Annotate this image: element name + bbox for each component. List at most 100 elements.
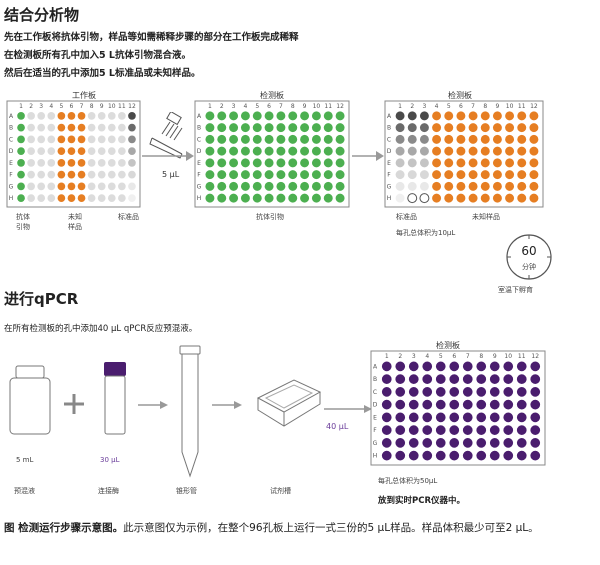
plate-well (37, 135, 46, 144)
qpcr-plate-title: 检测板 (436, 341, 460, 350)
plate-well (57, 159, 66, 167)
plate-well (276, 181, 286, 191)
plate-well (503, 374, 514, 384)
next-step: 放到实时PCR仪器中。 (378, 496, 466, 506)
step-1: 先在工作板将抗体引物，样品等如需稀释步骤的部分在工作板完成稀释 (4, 32, 299, 43)
bottle-label: 预混液 (14, 487, 35, 495)
plate-well (468, 134, 478, 144)
plate-well (288, 170, 298, 180)
plate-well (311, 158, 321, 168)
row-letter: G (373, 440, 378, 447)
plate-well (47, 112, 56, 120)
plate-well (47, 194, 56, 202)
plate-well (432, 170, 442, 180)
plate-well (276, 158, 286, 168)
plate-well (311, 181, 321, 191)
plate-well (323, 193, 333, 203)
plate-well (395, 399, 406, 410)
plate-well (395, 438, 406, 448)
row-letter: A (9, 113, 14, 120)
column-number: 4 (425, 353, 429, 360)
plate-well (77, 182, 86, 191)
plate-well (476, 387, 487, 397)
plate-well (480, 123, 490, 133)
plate-well (505, 170, 515, 180)
plate-well (264, 170, 274, 180)
plate-well (395, 374, 406, 384)
column-number: 3 (423, 103, 427, 110)
plate-well (517, 193, 527, 203)
arrow-right-icon (142, 151, 194, 161)
figure-caption: 图 检测运行步骤示意图。此示意图仅为示例，在整个96孔板上运行一式三份的5 μL… (4, 520, 594, 536)
plate-well (476, 438, 487, 448)
plate-well (217, 123, 227, 133)
plate-well (530, 387, 541, 397)
row-letter: A (197, 113, 202, 120)
plate-well (395, 134, 405, 144)
plate-well (530, 374, 541, 384)
plate-well (205, 193, 215, 203)
result-plate-title: 检测板 (448, 91, 472, 100)
plate-well (432, 123, 442, 133)
plate-well (128, 194, 136, 202)
step-3: 然后在适当的孔中添加5 L标准品或未知样品。 (4, 68, 201, 79)
column-number: 10 (313, 103, 321, 110)
plate-well (118, 159, 126, 167)
column-number: 8 (291, 103, 295, 110)
plate-well (505, 181, 515, 191)
column-number: 5 (447, 103, 451, 110)
plate-well (97, 112, 106, 120)
row-letter: D (9, 148, 14, 155)
plate-well (311, 111, 321, 121)
plate-well (395, 450, 406, 461)
plate-well (476, 450, 487, 461)
plate-well (97, 147, 106, 155)
plate-well (381, 450, 392, 461)
plate-well (503, 425, 514, 435)
plate-well (229, 181, 239, 191)
plate-well (276, 193, 286, 203)
row-letter: C (9, 136, 13, 143)
plate-well (530, 361, 541, 372)
result-label-unknown: 未知样品 (472, 213, 500, 221)
plate-well (516, 387, 527, 397)
plate-well (516, 438, 527, 448)
plate-well (264, 158, 274, 168)
plate-well (240, 170, 250, 180)
plate-well (205, 134, 215, 144)
tube-label: 锥形管 (176, 487, 197, 495)
plate-well (462, 399, 473, 410)
plate-well (432, 158, 442, 168)
plate-well (492, 146, 502, 156)
plate-well (229, 134, 239, 144)
row-letter: F (197, 172, 201, 179)
vial-label: 连接酶 (98, 487, 119, 495)
plate-well (435, 450, 446, 461)
plate-well (323, 111, 333, 121)
plate-well (480, 134, 490, 144)
plate-well (529, 181, 539, 191)
plate-well (57, 112, 66, 120)
plate-well (492, 170, 502, 180)
row-letter: B (197, 125, 201, 132)
plate-well (422, 412, 433, 423)
row-letter: D (197, 148, 202, 155)
plate-well (118, 112, 126, 120)
plate-well (489, 361, 500, 372)
column-number: 3 (412, 353, 416, 360)
plate-well (335, 111, 345, 121)
row-letter: G (197, 183, 202, 190)
column-number: 1 (385, 353, 389, 360)
plate-well (107, 182, 116, 191)
plate-well (87, 182, 96, 191)
plate-well (87, 123, 96, 132)
plate-well (408, 399, 419, 410)
plate-well (456, 170, 466, 180)
plate-well (381, 425, 392, 435)
plate-well (323, 123, 333, 133)
plate-well (128, 123, 136, 132)
plate-well (381, 387, 392, 397)
plate-well (77, 147, 86, 155)
column-number: 10 (108, 103, 116, 110)
